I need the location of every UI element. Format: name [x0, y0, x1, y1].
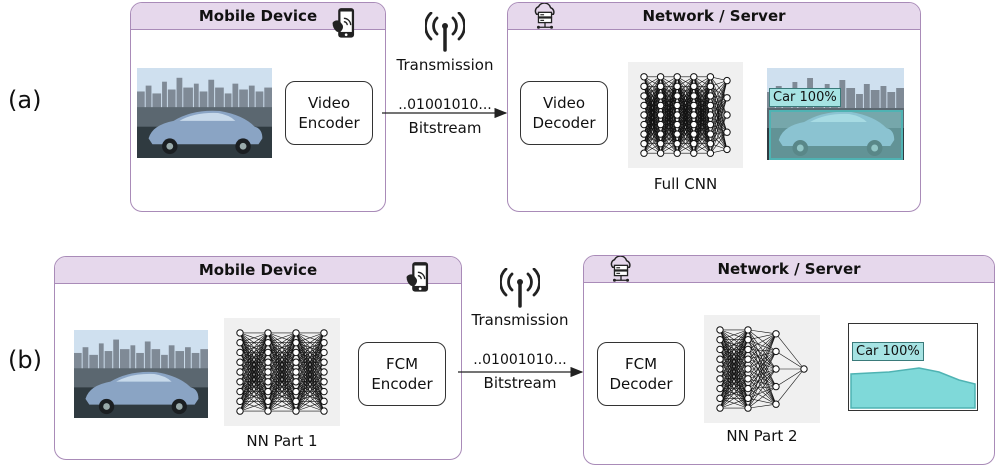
- mobile-phone-icon: [331, 7, 359, 41]
- antenna-icon: [425, 12, 465, 52]
- detection-label: Car 100%: [852, 342, 924, 361]
- row-label-a: (a): [8, 86, 42, 114]
- detection-label: Car 100%: [769, 88, 841, 107]
- transmission-label: Transmission: [396, 56, 494, 74]
- nn-part2-label: NN Part 2: [726, 427, 798, 445]
- panel-title: Mobile Device: [198, 261, 318, 279]
- neural-network-icon: [640, 73, 731, 157]
- detection-output-b: Car 100%: [848, 323, 978, 411]
- full-cnn-label: Full CNN: [653, 175, 718, 193]
- panel-title: Network / Server: [642, 7, 786, 25]
- mobile-phone-icon: [405, 261, 433, 295]
- bitstream-label: Bitstream: [483, 374, 557, 392]
- nn-part1-graphic: [224, 318, 340, 426]
- cloud-server-icon: [606, 256, 636, 284]
- nn-part1-label: NN Part 1: [246, 432, 318, 450]
- bitstream-bits: ..01001010...: [398, 97, 492, 113]
- panel-header: [584, 256, 994, 283]
- panel-title: Network / Server: [717, 260, 861, 278]
- antenna-icon: [500, 268, 540, 308]
- transmission-label: Transmission: [471, 311, 569, 329]
- full-cnn-graphic: [628, 62, 743, 168]
- input-image: [74, 330, 208, 418]
- detection-output-a: Car 100%: [767, 68, 904, 160]
- neural-network-icon: [716, 326, 808, 412]
- panel-header: [55, 257, 461, 284]
- input-image: [137, 68, 272, 158]
- detection-box: [769, 110, 903, 160]
- bitstream-arrow: [382, 107, 508, 119]
- bitstream-label: Bitstream: [408, 119, 482, 137]
- bitstream-arrow: [458, 366, 584, 378]
- panel-title: Mobile Device: [198, 7, 318, 25]
- panel-header: [508, 3, 920, 30]
- neural-network-icon: [236, 329, 328, 415]
- cloud-server-icon: [530, 3, 560, 31]
- nn-part2-graphic: [704, 315, 820, 423]
- row-label-b: (b): [8, 346, 42, 374]
- bitstream-bits: ..01001010...: [473, 352, 567, 368]
